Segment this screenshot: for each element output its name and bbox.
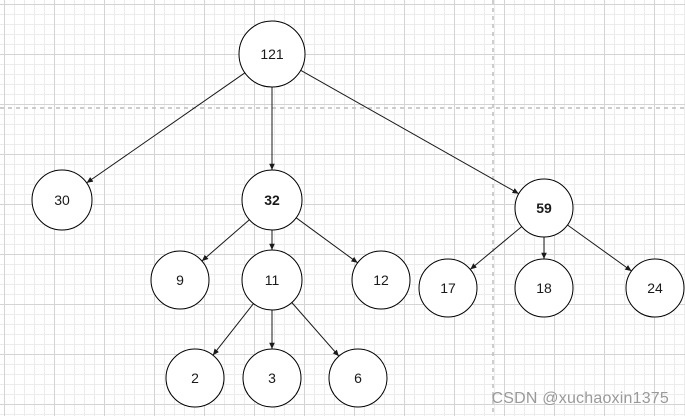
edge-n32-n9 (201, 219, 250, 262)
node-label: 24 (647, 280, 663, 296)
tree-node-30: 30 (31, 169, 93, 231)
tree-node-32: 32 (241, 169, 303, 231)
node-circle (351, 250, 411, 310)
node-label: 12 (373, 272, 389, 288)
node-circle (514, 258, 574, 318)
edges-layer (86, 69, 632, 357)
node-label: 30 (54, 192, 70, 208)
node-label: 32 (264, 192, 280, 208)
edge-n32-n12 (295, 217, 358, 264)
tree-node-59: 59 (514, 178, 574, 238)
watermark: CSDN @xuchaoxin1375 (491, 390, 669, 407)
node-circle (165, 348, 225, 408)
tree-node-121: 121 (238, 20, 306, 88)
edge-n59-n24 (567, 224, 632, 272)
edge-n121-n59 (300, 69, 520, 195)
node-label: 3 (268, 370, 276, 386)
node-label: 18 (536, 280, 552, 296)
tree-node-3: 3 (242, 348, 302, 408)
node-label: 11 (265, 272, 280, 288)
tree-node-6: 6 (328, 348, 388, 408)
node-label: 17 (440, 280, 456, 296)
tree-node-11: 11 (241, 249, 303, 311)
tree-node-17: 17 (418, 258, 478, 318)
edge-n11-n2 (212, 303, 254, 356)
edge-n11-n6 (291, 302, 340, 357)
edge-n59-n17 (469, 226, 523, 270)
node-circle (238, 20, 306, 88)
node-circle (150, 250, 210, 310)
node-circle (514, 178, 574, 238)
node-label: 6 (354, 370, 362, 386)
node-circle (242, 348, 302, 408)
node-label: 121 (260, 46, 284, 62)
node-circle (328, 348, 388, 408)
nodes-layer: 121 30 32 59 9 11 12 17 18 24 2 3 6 (31, 20, 685, 408)
tree-node-12: 12 (351, 250, 411, 310)
node-circle (241, 249, 303, 311)
node-circle (418, 258, 478, 318)
tree-node-9: 9 (150, 250, 210, 310)
node-circle (241, 169, 303, 231)
tree-node-24: 24 (625, 258, 685, 318)
node-label: 9 (176, 272, 184, 288)
node-label: 59 (536, 200, 552, 216)
node-circle (31, 169, 93, 231)
edge-n121-n30 (86, 72, 246, 184)
tree-node-18: 18 (514, 258, 574, 318)
node-label: 2 (191, 370, 199, 386)
tree-node-2: 2 (165, 348, 225, 408)
node-circle (625, 258, 685, 318)
